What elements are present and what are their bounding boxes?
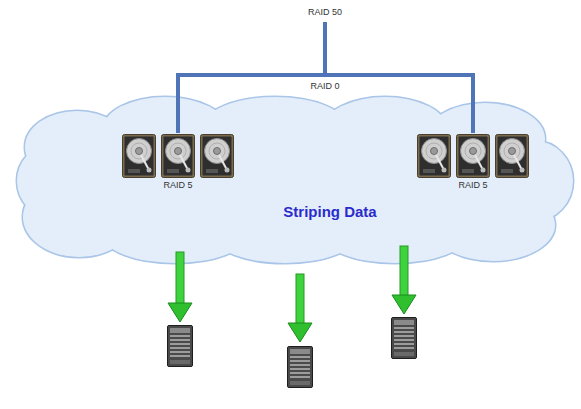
- hard-disk-icon: [162, 135, 195, 178]
- hard-disk-icon: [496, 135, 529, 178]
- raid-label-node: RAID 50: [308, 6, 342, 22]
- hard-disk-icon: [201, 135, 234, 178]
- raid-level-label: RAID 5: [413, 179, 533, 191]
- hard-disk-icon: [457, 135, 490, 178]
- raid-level-label: RAID 0: [310, 80, 339, 92]
- server-icon: [288, 347, 313, 388]
- cloud-outline: [15, 95, 575, 265]
- server-icon: [392, 318, 417, 359]
- green-arrow: [288, 274, 312, 342]
- label-slot: RAID 0: [310, 80, 339, 92]
- raid-level-label: RAID 5: [118, 179, 238, 191]
- disk-group: RAID 5: [118, 133, 238, 191]
- storage-cloud: Striping DataRAID 5RAID 5: [15, 95, 575, 265]
- hard-disk-icon: [418, 135, 451, 178]
- disk-group: RAID 5: [413, 133, 533, 191]
- cloud-title: Striping Data: [50, 203, 581, 221]
- raid-level-label: RAID 50: [308, 6, 342, 18]
- hard-disk-set: [413, 133, 533, 179]
- hard-disk-set: [118, 133, 238, 179]
- hard-disk-icon: [123, 135, 156, 178]
- server-icon: [168, 326, 193, 367]
